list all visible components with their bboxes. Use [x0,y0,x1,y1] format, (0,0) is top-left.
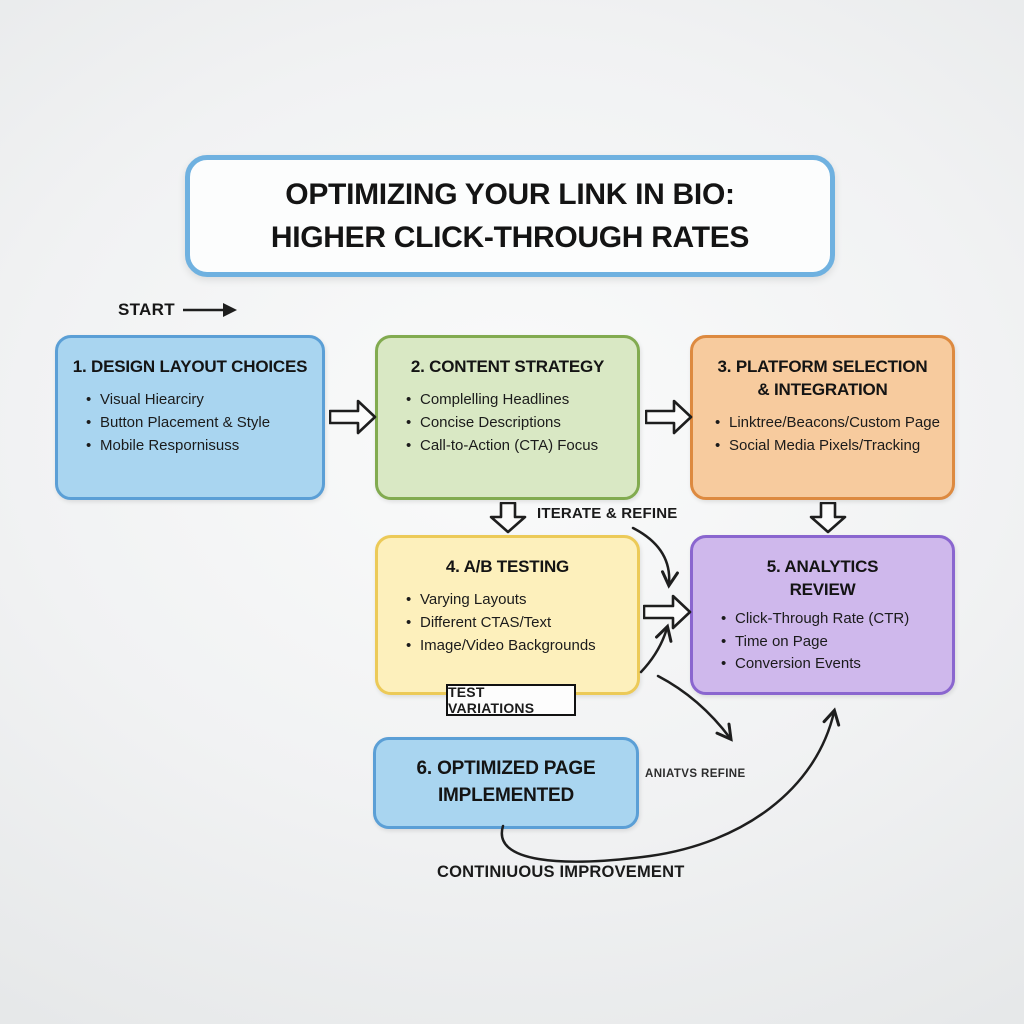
bullet-item: Call-to-Action (CTA) Focus [406,435,629,458]
arrow-abtesting-to-analytics-icon [643,594,692,630]
box3-bullets: Linktree/Beacons/Custom Page Social Medi… [693,412,952,458]
bullet-item: Concise Descriptions [406,412,629,435]
box5-bullets: Click-Through Rate (CTR) Time on Page Co… [693,608,952,676]
start-label: START [118,300,175,319]
box-analytics-review: 5. ANALYTICS REVIEW Click-Through Rate (… [690,535,955,695]
continuous-improvement-label: CONTINIUOUS IMPROVEMENT [437,863,685,881]
bullet-item: Time on Page [721,631,944,654]
test-variations-tag: TEST VARIATIONS [446,684,576,716]
diagram-title-line2: HIGHER CLICK-THROUGH RATES [270,221,750,254]
box6-title-line2: IMPLEMENTED [437,785,575,806]
box1-bullets: Visual Hiearciry Button Placement & Styl… [58,389,322,457]
box2-bullets: Complelling Headlines Concise Descriptio… [378,389,637,457]
arrow-design-to-content-icon [329,399,377,435]
bullet-item: Click-Through Rate (CTR) [721,608,944,631]
box-ab-testing: 4. A/B TESTING Varying Layouts Different… [375,535,640,695]
arrow-content-to-platform-icon [645,399,693,435]
box3-title: 3. PLATFORM SELECTION & INTEGRATION [693,338,952,402]
box4-title: 4. A/B TESTING [445,557,570,576]
box3-title-line2: & INTEGRATION [757,379,888,399]
bullet-item: Different CTAS/Text [406,612,629,635]
bullet-item: Button Placement & Style [86,412,314,435]
arrow-content-to-abtesting-icon [489,502,527,534]
box-design-layout-choices: 1. DESIGN LAYOUT CHOICES Visual Hiearcir… [55,335,325,500]
box3-title-line1: 3. PLATFORM SELECTION [717,357,928,376]
bullet-item: Mobile Respornisuss [86,435,314,458]
box2-title: 2. CONTENT STRATEGY [410,357,605,376]
bullet-item: Visual Hiearciry [86,389,314,412]
box-optimized-page: 6. OPTIMIZED PAGE IMPLEMENTED [373,737,639,829]
box-platform-selection: 3. PLATFORM SELECTION & INTEGRATION Link… [690,335,955,500]
box-content-strategy: 2. CONTENT STRATEGY Complelling Headline… [375,335,640,500]
box5-title: 5. ANALYTICS REVIEW [693,538,952,602]
bullet-item: Image/Video Backgrounds [406,635,629,658]
diagram-title-line1: OPTIMIZING YOUR LINK IN BIO: [285,177,735,211]
start-arrow-icon [182,303,237,317]
feedback-up-arrow [639,623,673,674]
bullet-item: Social Media Pixels/Tracking [715,435,944,458]
diagram-title-box: OPTIMIZING YOUR LINK IN BIO: HIGHER CLIC… [185,155,835,277]
iterate-refine-label: ITERATE & REFINE [537,505,678,522]
box1-title: 1. DESIGN LAYOUT CHOICES [72,357,308,376]
box4-bullets: Varying Layouts Different CTAS/Text Imag… [378,589,637,657]
box5-title-line1: 5. ANALYTICS [766,557,879,576]
start-indicator: START [118,300,239,320]
bullet-item: Varying Layouts [406,589,629,612]
box6-title-line1: 6. OPTIMIZED PAGE [416,758,596,780]
arrow-platform-to-analytics-icon [809,502,847,534]
bullet-item: Linktree/Beacons/Custom Page [715,412,944,435]
box6-title: 6. OPTIMIZED PAGE IMPLEMENTED [417,756,596,809]
bullet-item: Conversion Events [721,653,944,676]
bullet-item: Complelling Headlines [406,389,629,412]
analytics-refine-label: ANIATVS REFINE [645,768,746,780]
box5-title-line2: REVIEW [789,579,856,599]
